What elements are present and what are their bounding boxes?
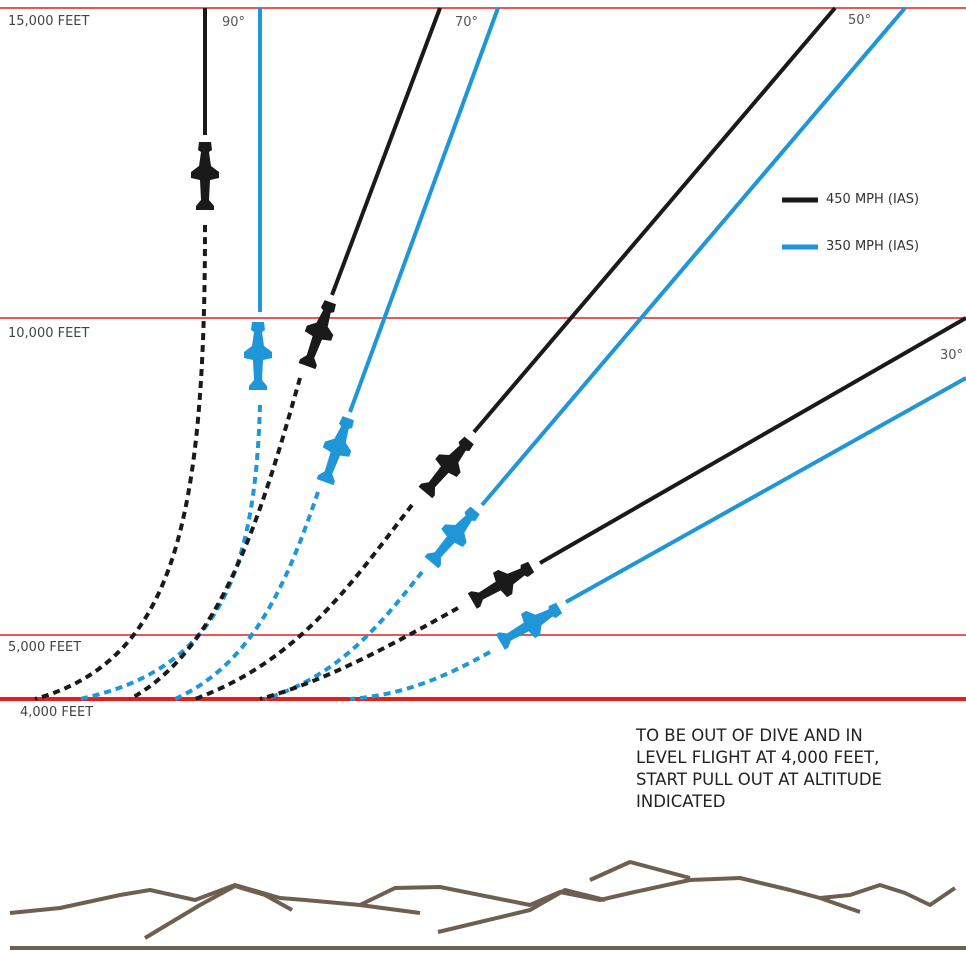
altitude-label-10000: 10,000 FEET: [8, 326, 90, 341]
plane-70-450: [293, 297, 344, 371]
altitude-label-15000: 15,000 FEET: [8, 14, 90, 29]
angle-label-90: 90°: [222, 15, 246, 30]
plane-70-350: [311, 413, 362, 487]
plane-90-450: [191, 142, 219, 210]
dive-70-350-path: [348, 7, 500, 413]
dive-70-450-pullout: [129, 377, 302, 701]
legend-label-450: 450 MPH (IAS): [826, 192, 920, 207]
angle-label-50: 50°: [848, 13, 872, 28]
angle-label-70: 70°: [455, 15, 479, 30]
dive-30-450-pullout: [259, 606, 459, 701]
plane-90-350: [244, 322, 272, 390]
dive-50-450-pullout: [194, 503, 414, 701]
legend-label-350: 350 MPH (IAS): [826, 239, 920, 254]
dive-30-450-path: [539, 316, 966, 565]
terrain-ridges: [9, 860, 957, 940]
plane-30-350: [493, 595, 567, 655]
dive-70-450-path: [330, 7, 442, 296]
dive-30-350-pullout: [349, 650, 491, 701]
instruction-note: TO BE OUT OF DIVE AND IN LEVEL FLIGHT AT…: [636, 726, 882, 811]
dive-90-450-pullout: [34, 224, 207, 701]
plane-50-350: [420, 501, 486, 572]
dive-50-450-path: [472, 6, 837, 434]
dive-30-350-path: [565, 376, 966, 604]
altitude-label-5000: 5,000 FEET: [8, 640, 82, 655]
plane-30-450: [465, 554, 539, 614]
plane-50-450: [414, 431, 480, 502]
altitude-label-4000: 4,000 FEET: [20, 705, 94, 720]
angle-label-30: 30°: [940, 348, 964, 363]
dive-70-350-pullout: [174, 491, 320, 701]
dive-50-350-pullout: [264, 570, 424, 701]
dive-50-350-path: [480, 6, 907, 507]
